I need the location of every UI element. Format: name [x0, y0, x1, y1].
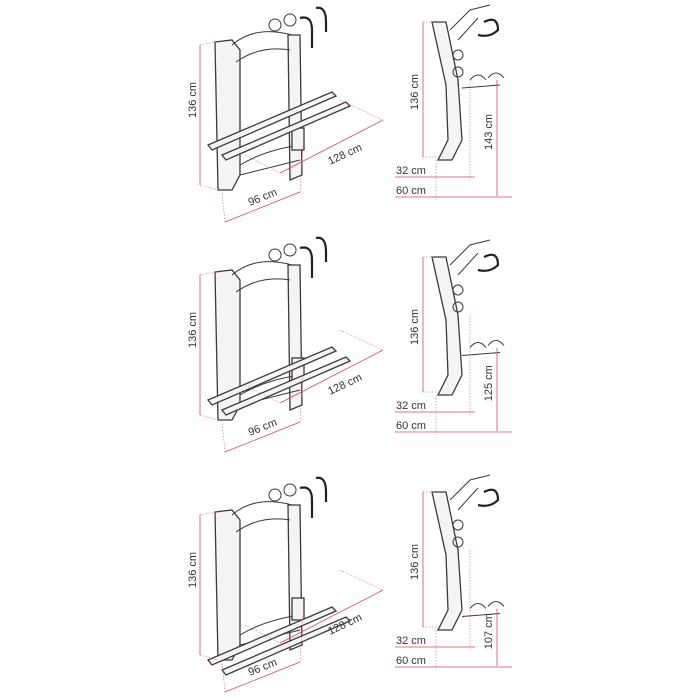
depth-small-label: 32 cm [396, 400, 426, 412]
side-rail [461, 72, 505, 89]
side-clamp [477, 253, 500, 272]
frame-knob [283, 483, 297, 497]
depth-dimension-line [279, 349, 384, 404]
side-rail [461, 340, 505, 356]
side-knob [452, 49, 464, 61]
front-depth-label: 128 cm [326, 372, 364, 398]
front-depth-label: 128 cm [326, 142, 364, 168]
side-knob [452, 284, 464, 296]
bike-rail [220, 616, 352, 676]
depth-dimension-line [279, 589, 384, 644]
side-clamp [477, 18, 500, 37]
depth-large-label: 60 cm [396, 420, 426, 432]
front-width-label: 96 cm [247, 186, 279, 208]
side-knob [452, 536, 464, 548]
side-knob [452, 519, 464, 531]
frame-left-post [214, 39, 241, 191]
side-height-label: 136 cm [409, 74, 421, 110]
bike-clamp-arms [299, 476, 328, 518]
frame-top-arch [231, 261, 293, 293]
width-dimension-line [224, 661, 301, 693]
depth-small-label: 32 cm [396, 635, 426, 647]
rail-height-label: 107 cm [483, 613, 495, 649]
bike-rail [206, 346, 338, 406]
frame-knob [268, 488, 282, 502]
side-view-1: 136 cm 143 cm 32 cm 60 cm [395, 4, 512, 200]
rail-height-label: 125 cm [483, 365, 495, 401]
frame-top-arch [231, 31, 293, 63]
width-dimension-line [224, 421, 301, 453]
front-height-label: 136 cm [187, 312, 199, 348]
front-height-label: 136 cm [187, 82, 199, 118]
side-knob [452, 301, 464, 313]
frame-knob [283, 13, 297, 27]
front-width-label: 96 cm [247, 416, 279, 438]
depth-large-label: 60 cm [396, 185, 426, 197]
front-view-2: 136 cm 96 cm 128 cm [187, 236, 384, 453]
frame-knob [268, 18, 282, 32]
front-depth-label: 128 cm [326, 612, 364, 638]
lamp-bracket [291, 127, 305, 151]
rail-height-label: 143 cm [483, 114, 495, 150]
side-height-label: 136 cm [409, 309, 421, 345]
side-view-2: 136 cm 125 cm 32 cm 60 cm [395, 239, 512, 435]
side-view-3: 136 cm 107 cm 32 cm 60 cm [395, 474, 512, 670]
lamp-bracket [291, 597, 305, 621]
bike-rail [220, 101, 352, 161]
side-knob [452, 66, 464, 78]
depth-small-label: 32 cm [396, 165, 426, 177]
width-dimension-line [224, 191, 301, 223]
side-rail [461, 601, 505, 617]
front-height-label: 136 cm [187, 552, 199, 588]
frame-right-post [287, 264, 303, 411]
side-clamp [477, 488, 500, 507]
frame-knob [283, 243, 297, 257]
side-arm [449, 239, 491, 276]
bike-clamp-arms [299, 236, 328, 278]
front-view-1: 136 cm 96 cm 128 cm [187, 6, 384, 223]
bike-rail [206, 91, 338, 151]
side-frame [431, 491, 463, 631]
side-height-label: 136 cm [409, 544, 421, 580]
frame-knob [268, 248, 282, 262]
side-frame [431, 21, 463, 161]
bike-rail [206, 606, 338, 666]
frame-top-arch [231, 501, 293, 533]
side-arm [449, 474, 491, 511]
depth-large-label: 60 cm [396, 655, 426, 667]
bike-clamp-arms [299, 6, 328, 48]
bike-rail [220, 356, 352, 416]
frame-left-post [214, 509, 241, 661]
depth-dimension-line [279, 119, 384, 174]
side-frame [431, 256, 463, 396]
side-arm [449, 4, 491, 41]
